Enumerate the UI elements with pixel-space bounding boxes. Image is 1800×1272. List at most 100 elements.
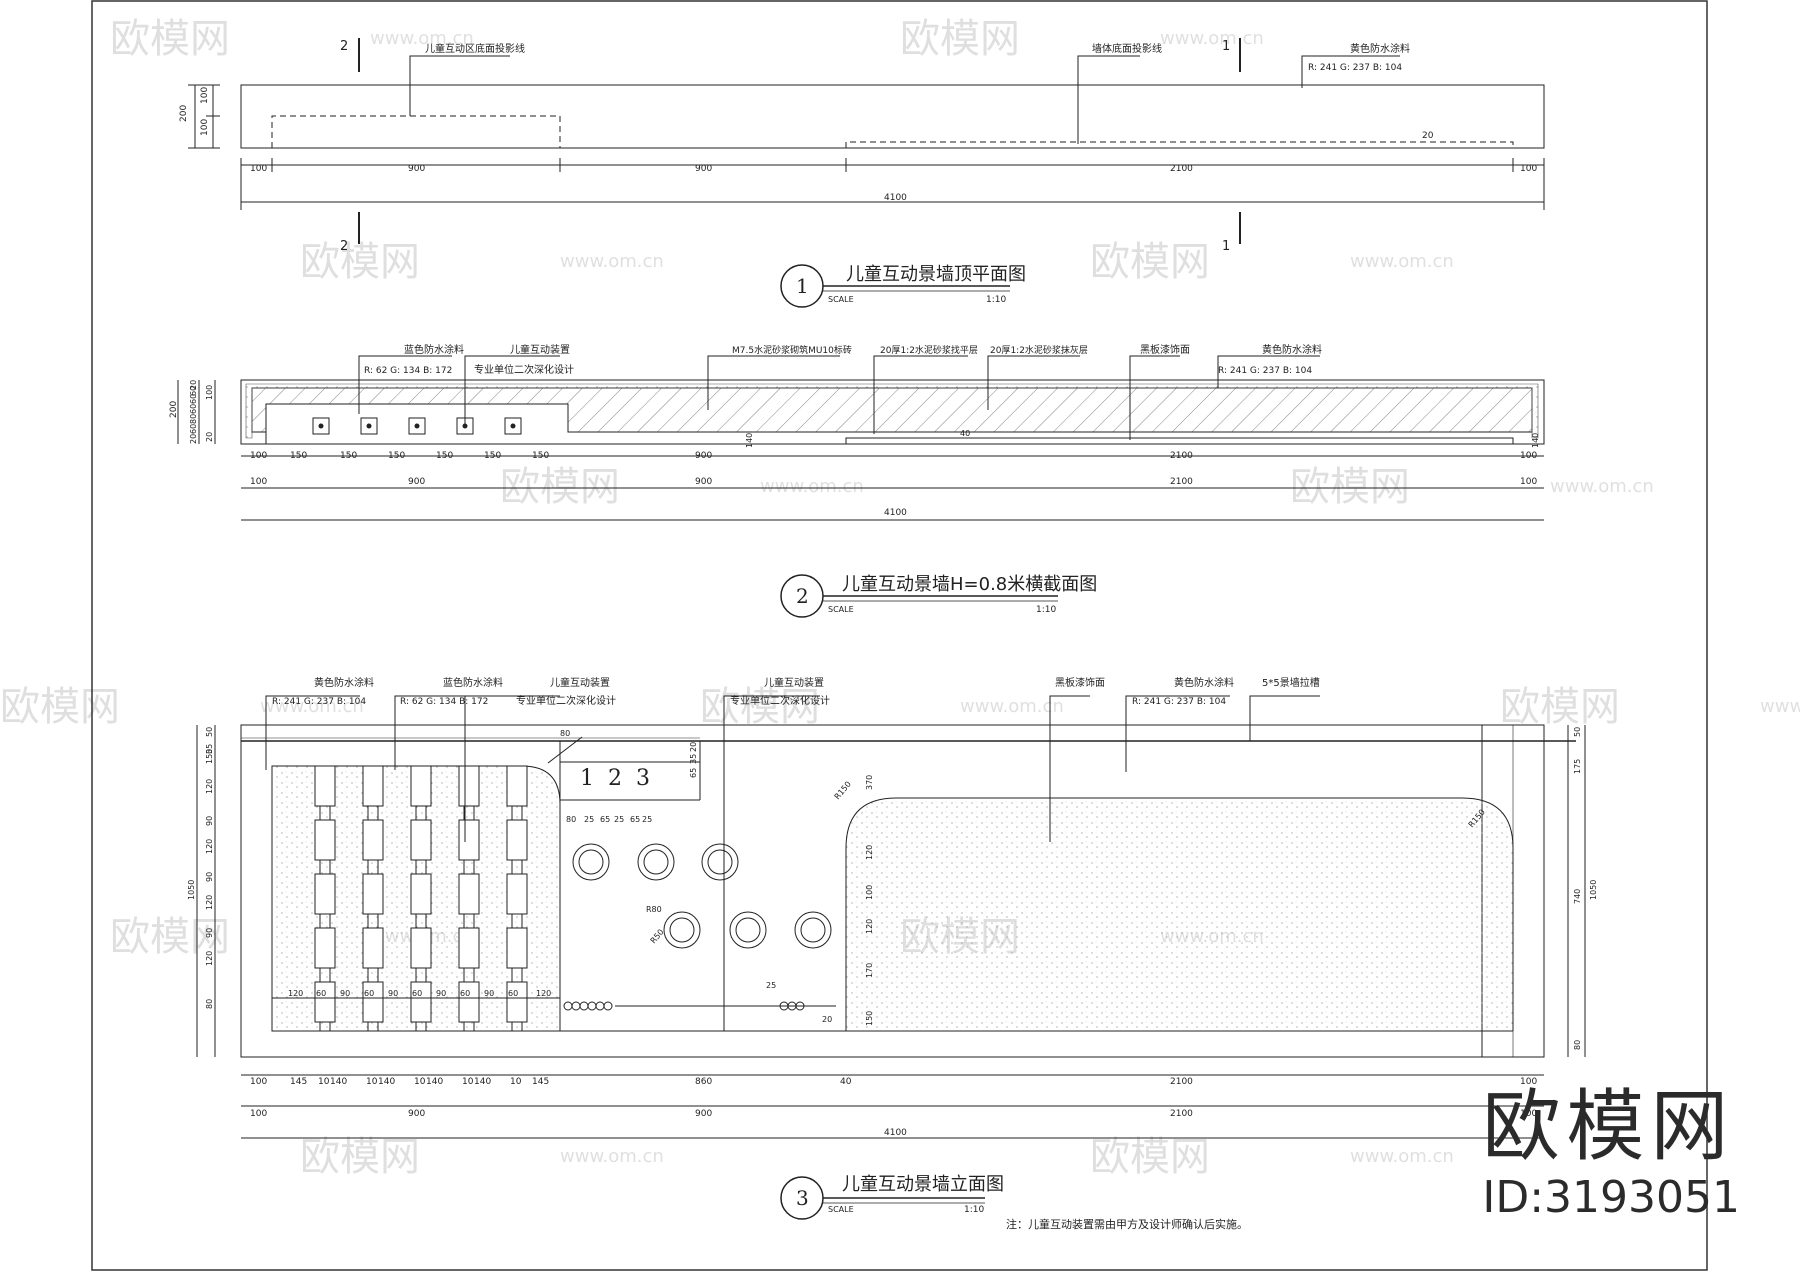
- dim-bottom-row: 60: [412, 989, 422, 998]
- device-module: [410, 981, 432, 1023]
- dim-row1: 150: [388, 451, 405, 461]
- watermark-logo: 欧模网: [500, 464, 620, 510]
- counter-digit-3: 3: [636, 766, 650, 791]
- dim-small-40: 40: [960, 429, 970, 438]
- dim-left-200: 200: [169, 401, 179, 418]
- dim-row1: 145: [532, 1077, 549, 1087]
- counter-digit-1: 1: [580, 766, 594, 791]
- dim-inner: 170: [865, 963, 874, 978]
- watermark-url: www.om.cn: [1550, 476, 1654, 497]
- dim-left: 80: [205, 999, 214, 1009]
- dim-inner: 120: [865, 845, 874, 860]
- dim-bottom-row: 90: [484, 989, 494, 998]
- dim-counter-top: 25: [614, 815, 624, 824]
- radius-r50-ring: R50: [649, 927, 666, 945]
- dim-right: 80: [1573, 1040, 1582, 1050]
- callout-device1: 儿童互动装置: [550, 676, 610, 689]
- drawing-3-title: 儿童互动景墙立面图: [842, 1174, 1004, 1195]
- dim-left: 120: [205, 951, 214, 966]
- dim-row1: 10: [462, 1077, 474, 1087]
- ring-inner: [800, 917, 826, 943]
- dim-left-100: 100: [205, 385, 214, 400]
- section-mark-1-bottom: 1: [1222, 239, 1230, 254]
- device-module: [362, 981, 384, 1023]
- dim-row1-2: 900: [695, 164, 712, 174]
- callout-device2: 儿童互动装置: [764, 676, 824, 689]
- dim-left: 60: [189, 404, 198, 414]
- dim-left: 60: [189, 394, 198, 404]
- callout-device-note: 专业单位二次深化设计: [474, 363, 574, 376]
- section-mark-2-top: 2: [340, 39, 348, 54]
- dim-row1: 100: [250, 1077, 267, 1087]
- dim-row1: 140: [378, 1077, 395, 1087]
- device-module: [506, 873, 528, 915]
- ring-outer: [637, 843, 675, 881]
- drawing-1-title: 儿童互动景墙顶平面图: [846, 264, 1026, 285]
- dim-bottom-row: 120: [288, 989, 303, 998]
- dim-small-140a: 140: [745, 433, 754, 448]
- dim-row1: 100: [1520, 1077, 1537, 1087]
- dim-row1: 860: [695, 1077, 712, 1087]
- ring-outer: [729, 911, 767, 949]
- callout-yellow-paint2: 黄色防水涂料: [1174, 676, 1234, 689]
- watermark-url: www.om.cn: [1350, 251, 1454, 272]
- device-module: [314, 927, 336, 969]
- section-mark-2-bottom: 2: [340, 239, 348, 254]
- dim-small-140b: 140: [1531, 433, 1540, 448]
- section-device-sockets: [312, 417, 522, 435]
- device-module-grid: [272, 765, 560, 1031]
- dim-row2-2: 900: [695, 477, 712, 487]
- callout-bottom-projection: 墙体底面投影线: [1092, 42, 1162, 55]
- watermark-logo: 欧模网: [1290, 464, 1410, 510]
- interactive-rings: [572, 843, 832, 949]
- drawing-3-number: 3: [796, 1186, 809, 1210]
- ring-inner: [707, 849, 733, 875]
- dim-bottom-row: 60: [460, 989, 470, 998]
- watermark-logo: 欧模网: [1090, 1134, 1210, 1180]
- callout-blackboard: 黑板漆饰面: [1055, 676, 1105, 689]
- dim-counter-top: 25: [642, 815, 652, 824]
- dim-row2-0: 100: [250, 477, 267, 487]
- dim-row1: 145: [290, 1077, 307, 1087]
- callout-blue-paint: 蓝色防水涂料: [404, 343, 464, 356]
- watermark-url: www.om.cn: [1760, 696, 1800, 717]
- dim-bottom-row: 60: [508, 989, 518, 998]
- watermark-logo: 欧模网: [700, 684, 820, 730]
- callout-blue-rgb: R: 62 G: 134 B: 172: [400, 697, 488, 707]
- drawing-1-scale: 1:10: [986, 295, 1006, 305]
- dim-bottom-row: 60: [364, 989, 374, 998]
- dim-left-20: 20: [205, 432, 214, 442]
- elevation-outline: [240, 724, 1545, 1058]
- counter-digit-2: 2: [608, 766, 622, 791]
- dim-right-1050: 1050: [1589, 880, 1598, 900]
- drawing-3-scale: 1:10: [964, 1205, 984, 1215]
- section-inner-line: [265, 403, 846, 444]
- dim-row1: 10: [366, 1077, 378, 1087]
- dim-left: 50: [205, 727, 214, 737]
- dim-left-100b: 100: [200, 119, 210, 136]
- ring-outer: [701, 843, 739, 881]
- drawing-1-top-plan: [188, 38, 1545, 308]
- section-plaster-layer: [245, 383, 1539, 439]
- callout-device: 儿童互动装置: [510, 343, 570, 356]
- dim-bottom-row: 120: [536, 989, 551, 998]
- rail-label-25: 25: [766, 981, 776, 990]
- ring-outer: [794, 911, 832, 949]
- ring-outer: [663, 911, 701, 949]
- watermark-url: www.om.cn: [560, 251, 664, 272]
- dim-left: 60: [189, 386, 198, 396]
- watermark-logo: 欧模网: [1500, 684, 1620, 730]
- drawing-2-title: 儿童互动景墙H=0.8米横截面图: [842, 574, 1097, 595]
- bead: [587, 1001, 597, 1011]
- device-module: [314, 819, 336, 861]
- dim-row2-4: 100: [1520, 477, 1537, 487]
- device-module: [506, 927, 528, 969]
- callout-device1-note: 专业单位二次深化设计: [516, 694, 616, 707]
- device-module: [458, 765, 480, 807]
- dim-counter-side: 35: [689, 754, 698, 764]
- dim-row1: 10: [318, 1077, 330, 1087]
- dim-row1: 150: [532, 451, 549, 461]
- device-module: [362, 873, 384, 915]
- dim-left: 120: [205, 895, 214, 910]
- brand-logo: 欧模网: [1482, 1082, 1735, 1172]
